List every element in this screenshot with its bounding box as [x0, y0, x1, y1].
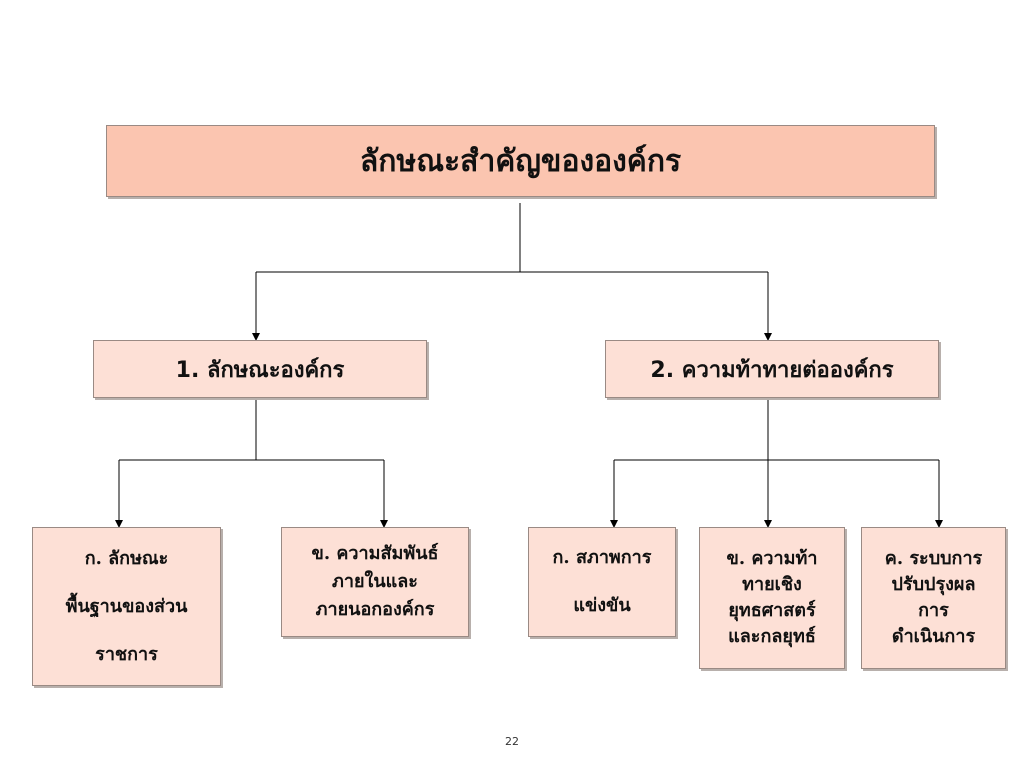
- leaf-node-line: ปรับปรุงผล: [891, 574, 976, 595]
- leaf-node-line: ดำเนินการ: [891, 626, 976, 647]
- leaf-node-line: ก. สภาพการ: [552, 547, 652, 568]
- leaf-node-line: และกลยุทธ์: [728, 626, 816, 647]
- leaf-node-line: ข. ความสัมพันธ์: [311, 543, 439, 564]
- leaf-node-line: การ: [918, 600, 949, 621]
- leaf-node-line: ทายเชิง: [742, 574, 802, 595]
- leaf-node-line: ราชการ: [95, 643, 158, 665]
- leaf-node-line: ก. ลักษณะ: [84, 547, 169, 569]
- leaf-node-line: ค. ระบบการ: [884, 548, 983, 569]
- page-number: 22: [505, 735, 519, 748]
- branch-node-2-label: 2. ความท้าทายต่อองค์กร: [650, 357, 894, 383]
- root-node-label: ลักษณะสำคัญขององค์กร: [359, 143, 682, 179]
- leaf-node-2b: ข. ความท้า ทายเชิง ยุทธศาสตร์ และกลยุทธ์: [699, 527, 845, 669]
- branch-node-1-label: 1. ลักษณะองค์กร: [175, 357, 345, 383]
- leaf-node-line: ข. ความท้า: [726, 548, 818, 569]
- leaf-node-1b: ข. ความสัมพันธ์ ภายในและ ภายนอกองค์กร: [281, 527, 469, 637]
- leaf-node-1a: ก. ลักษณะ พื้นฐานของส่วน ราชการ: [32, 527, 221, 686]
- leaf-node-2a: ก. สภาพการ แข่งขัน: [528, 527, 676, 637]
- branch-node-1: 1. ลักษณะองค์กร: [93, 340, 427, 398]
- leaf-node-line: แข่งขัน: [573, 595, 631, 616]
- leaf-node-line: พื้นฐานของส่วน: [65, 595, 188, 617]
- root-node: ลักษณะสำคัญขององค์กร: [106, 125, 935, 197]
- leaf-node-line: ภายนอกองค์กร: [315, 599, 435, 620]
- leaf-node-2c: ค. ระบบการ ปรับปรุงผล การ ดำเนินการ: [861, 527, 1006, 669]
- leaf-node-line: ยุทธศาสตร์: [728, 600, 816, 621]
- branch-node-2: 2. ความท้าทายต่อองค์กร: [605, 340, 939, 398]
- leaf-node-line: ภายในและ: [332, 571, 418, 592]
